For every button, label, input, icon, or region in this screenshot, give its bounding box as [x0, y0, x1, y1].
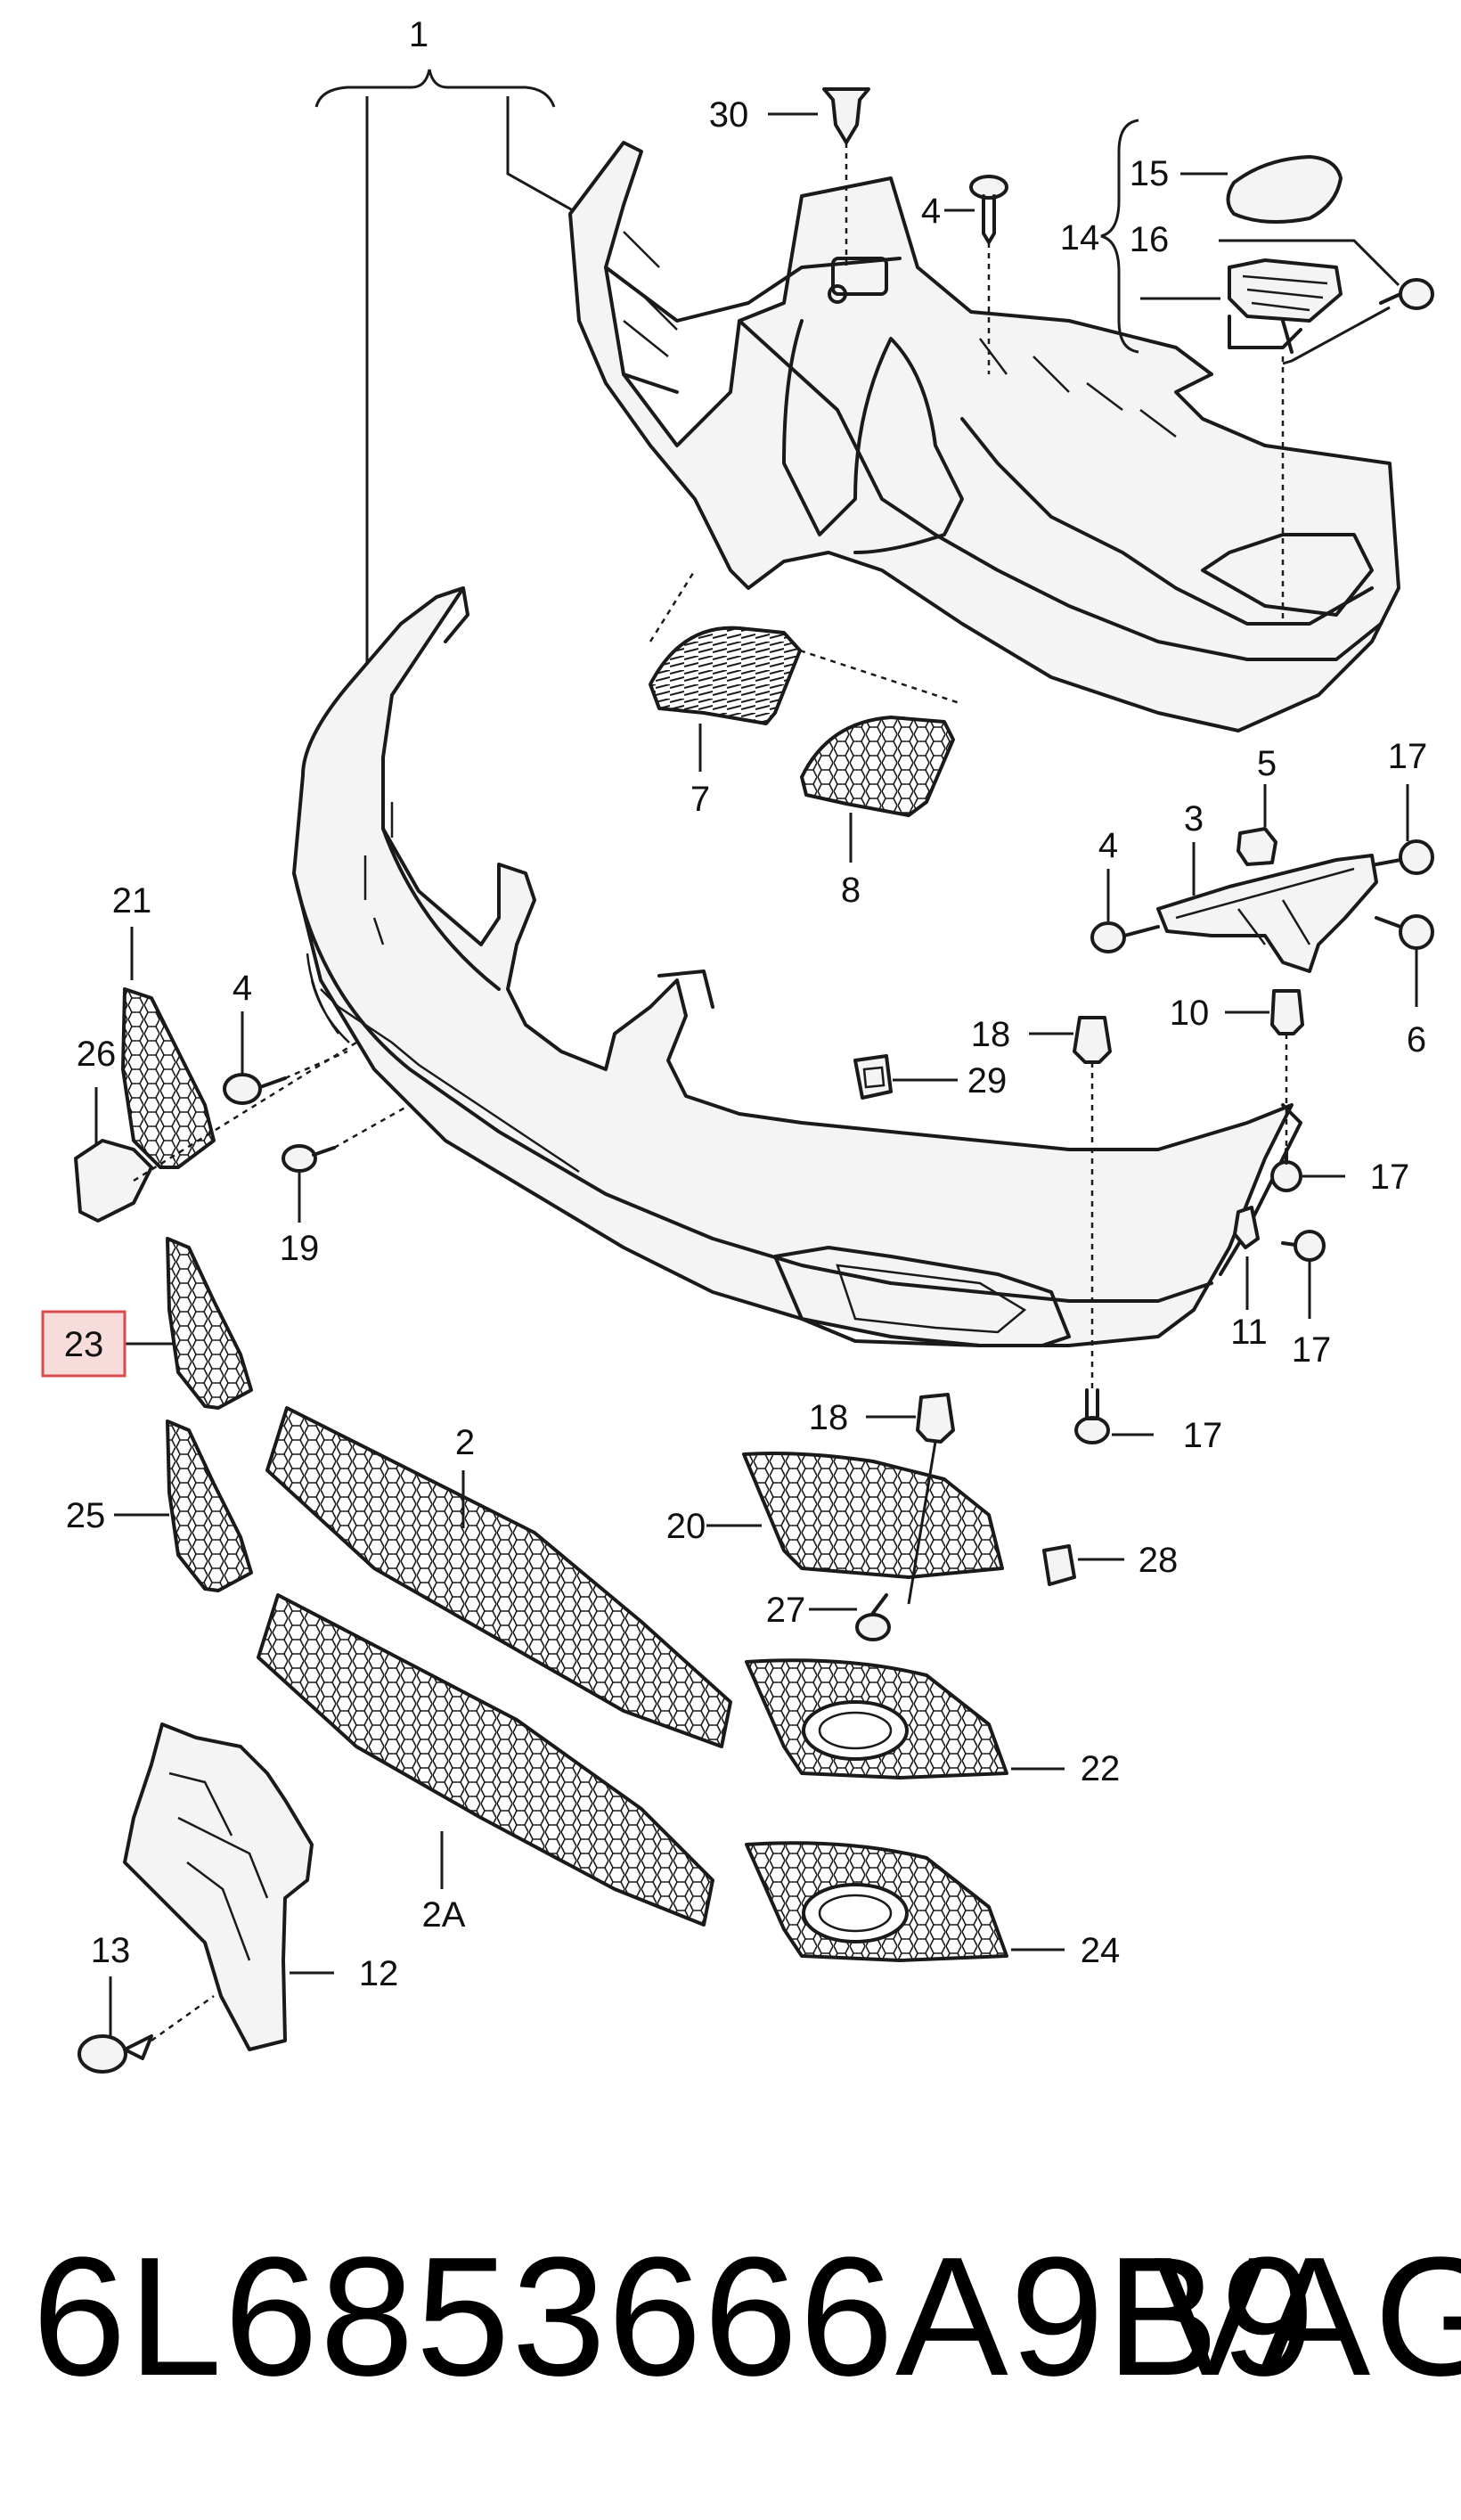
callout-19: 19: [280, 1229, 320, 1268]
tow-eye-cover-15: [1180, 155, 1343, 224]
grille-20: [706, 1452, 1004, 1579]
callout-10: 10: [1170, 994, 1210, 1033]
callout-26: 26: [77, 1035, 117, 1074]
callout-24: 24: [1081, 1931, 1121, 1970]
clip-13: [78, 1976, 215, 2074]
callout-3: 3: [1184, 799, 1204, 839]
callout-5: 5: [1257, 744, 1277, 783]
callout-25: 25: [66, 1496, 106, 1535]
callout-27: 27: [766, 1591, 806, 1630]
screw-4-right: [1090, 869, 1160, 953]
callout-4-top: 4: [921, 192, 941, 231]
callout-18-lower: 18: [809, 1398, 849, 1437]
callout-6: 6: [1407, 1020, 1426, 1060]
clip-30: [768, 87, 870, 267]
callout-4-left: 4: [233, 969, 252, 1008]
bolt-17-upper: [1375, 784, 1434, 875]
clip-11: [1233, 1206, 1260, 1310]
cap-26: [74, 1041, 357, 1223]
grille-21: [121, 927, 216, 1169]
callout-17-right: 17: [1292, 1330, 1332, 1370]
clip-18-lower: [866, 1393, 955, 1605]
clip-29: [853, 1054, 958, 1100]
screw-19: [282, 1103, 411, 1223]
leader-part-1: [314, 69, 580, 695]
callout-2: 2: [455, 1423, 475, 1462]
screw-4-left: [223, 1011, 348, 1105]
callout-23: 23: [64, 1325, 104, 1364]
callout-21: 21: [112, 881, 152, 920]
part-number: 6L6853666A9B9: [32, 2222, 1317, 2411]
bumper-carrier-1: [568, 141, 1400, 732]
grille-8: [800, 716, 955, 863]
fog-grille-22: [745, 1658, 1065, 1780]
callout-18-upper: 18: [971, 1015, 1011, 1054]
highlight-box-23: [41, 1310, 127, 1378]
bolt-17-lower: [1074, 1388, 1154, 1444]
grille-7: [649, 569, 963, 772]
bolt-6: [1375, 914, 1434, 1007]
callout-8: 8: [841, 871, 861, 910]
clip-5: [1237, 784, 1277, 866]
splash-guard-12: [123, 1722, 334, 2051]
callout-1: 1: [409, 15, 429, 54]
callout-16: 16: [1130, 220, 1170, 259]
callout-14: 14: [1060, 218, 1100, 258]
callout-4-right: 4: [1098, 826, 1118, 865]
callout-30: 30: [709, 95, 749, 135]
callout-28: 28: [1139, 1541, 1179, 1580]
brand-name: VAG: [1154, 2222, 1461, 2411]
grille-25: [114, 1420, 253, 1592]
callout-17-mid: 17: [1370, 1158, 1410, 1197]
lower-grille-2a: [257, 1593, 714, 1927]
center-grille-2: [265, 1406, 732, 1748]
callout-20: 20: [666, 1507, 706, 1546]
clip-10: [1225, 989, 1304, 1150]
grille-23: [125, 1237, 253, 1410]
callout-17-upper: 17: [1388, 737, 1428, 776]
fog-grille-24: [745, 1841, 1065, 1962]
clip-18-upper: [1029, 1016, 1112, 1390]
callout-11: 11: [1230, 1313, 1268, 1352]
bolt-17-right: [1281, 1230, 1326, 1319]
callout-17-lower: 17: [1183, 1416, 1223, 1455]
callout-22: 22: [1081, 1749, 1121, 1788]
bracket-3: [1156, 842, 1378, 973]
callout-13: 13: [91, 1931, 131, 1970]
bracket-16: [1100, 119, 1434, 624]
bolt-17-mid: [1270, 1148, 1345, 1192]
callout-15: 15: [1130, 154, 1170, 193]
screw-27: [809, 1593, 891, 1641]
screw-4-top: [944, 175, 1008, 374]
callout-29: 29: [967, 1061, 1008, 1100]
callout-7: 7: [690, 780, 710, 819]
callout-2a: 2A: [422, 1895, 466, 1935]
callout-12: 12: [359, 1954, 399, 1993]
clip-28: [1042, 1544, 1124, 1586]
